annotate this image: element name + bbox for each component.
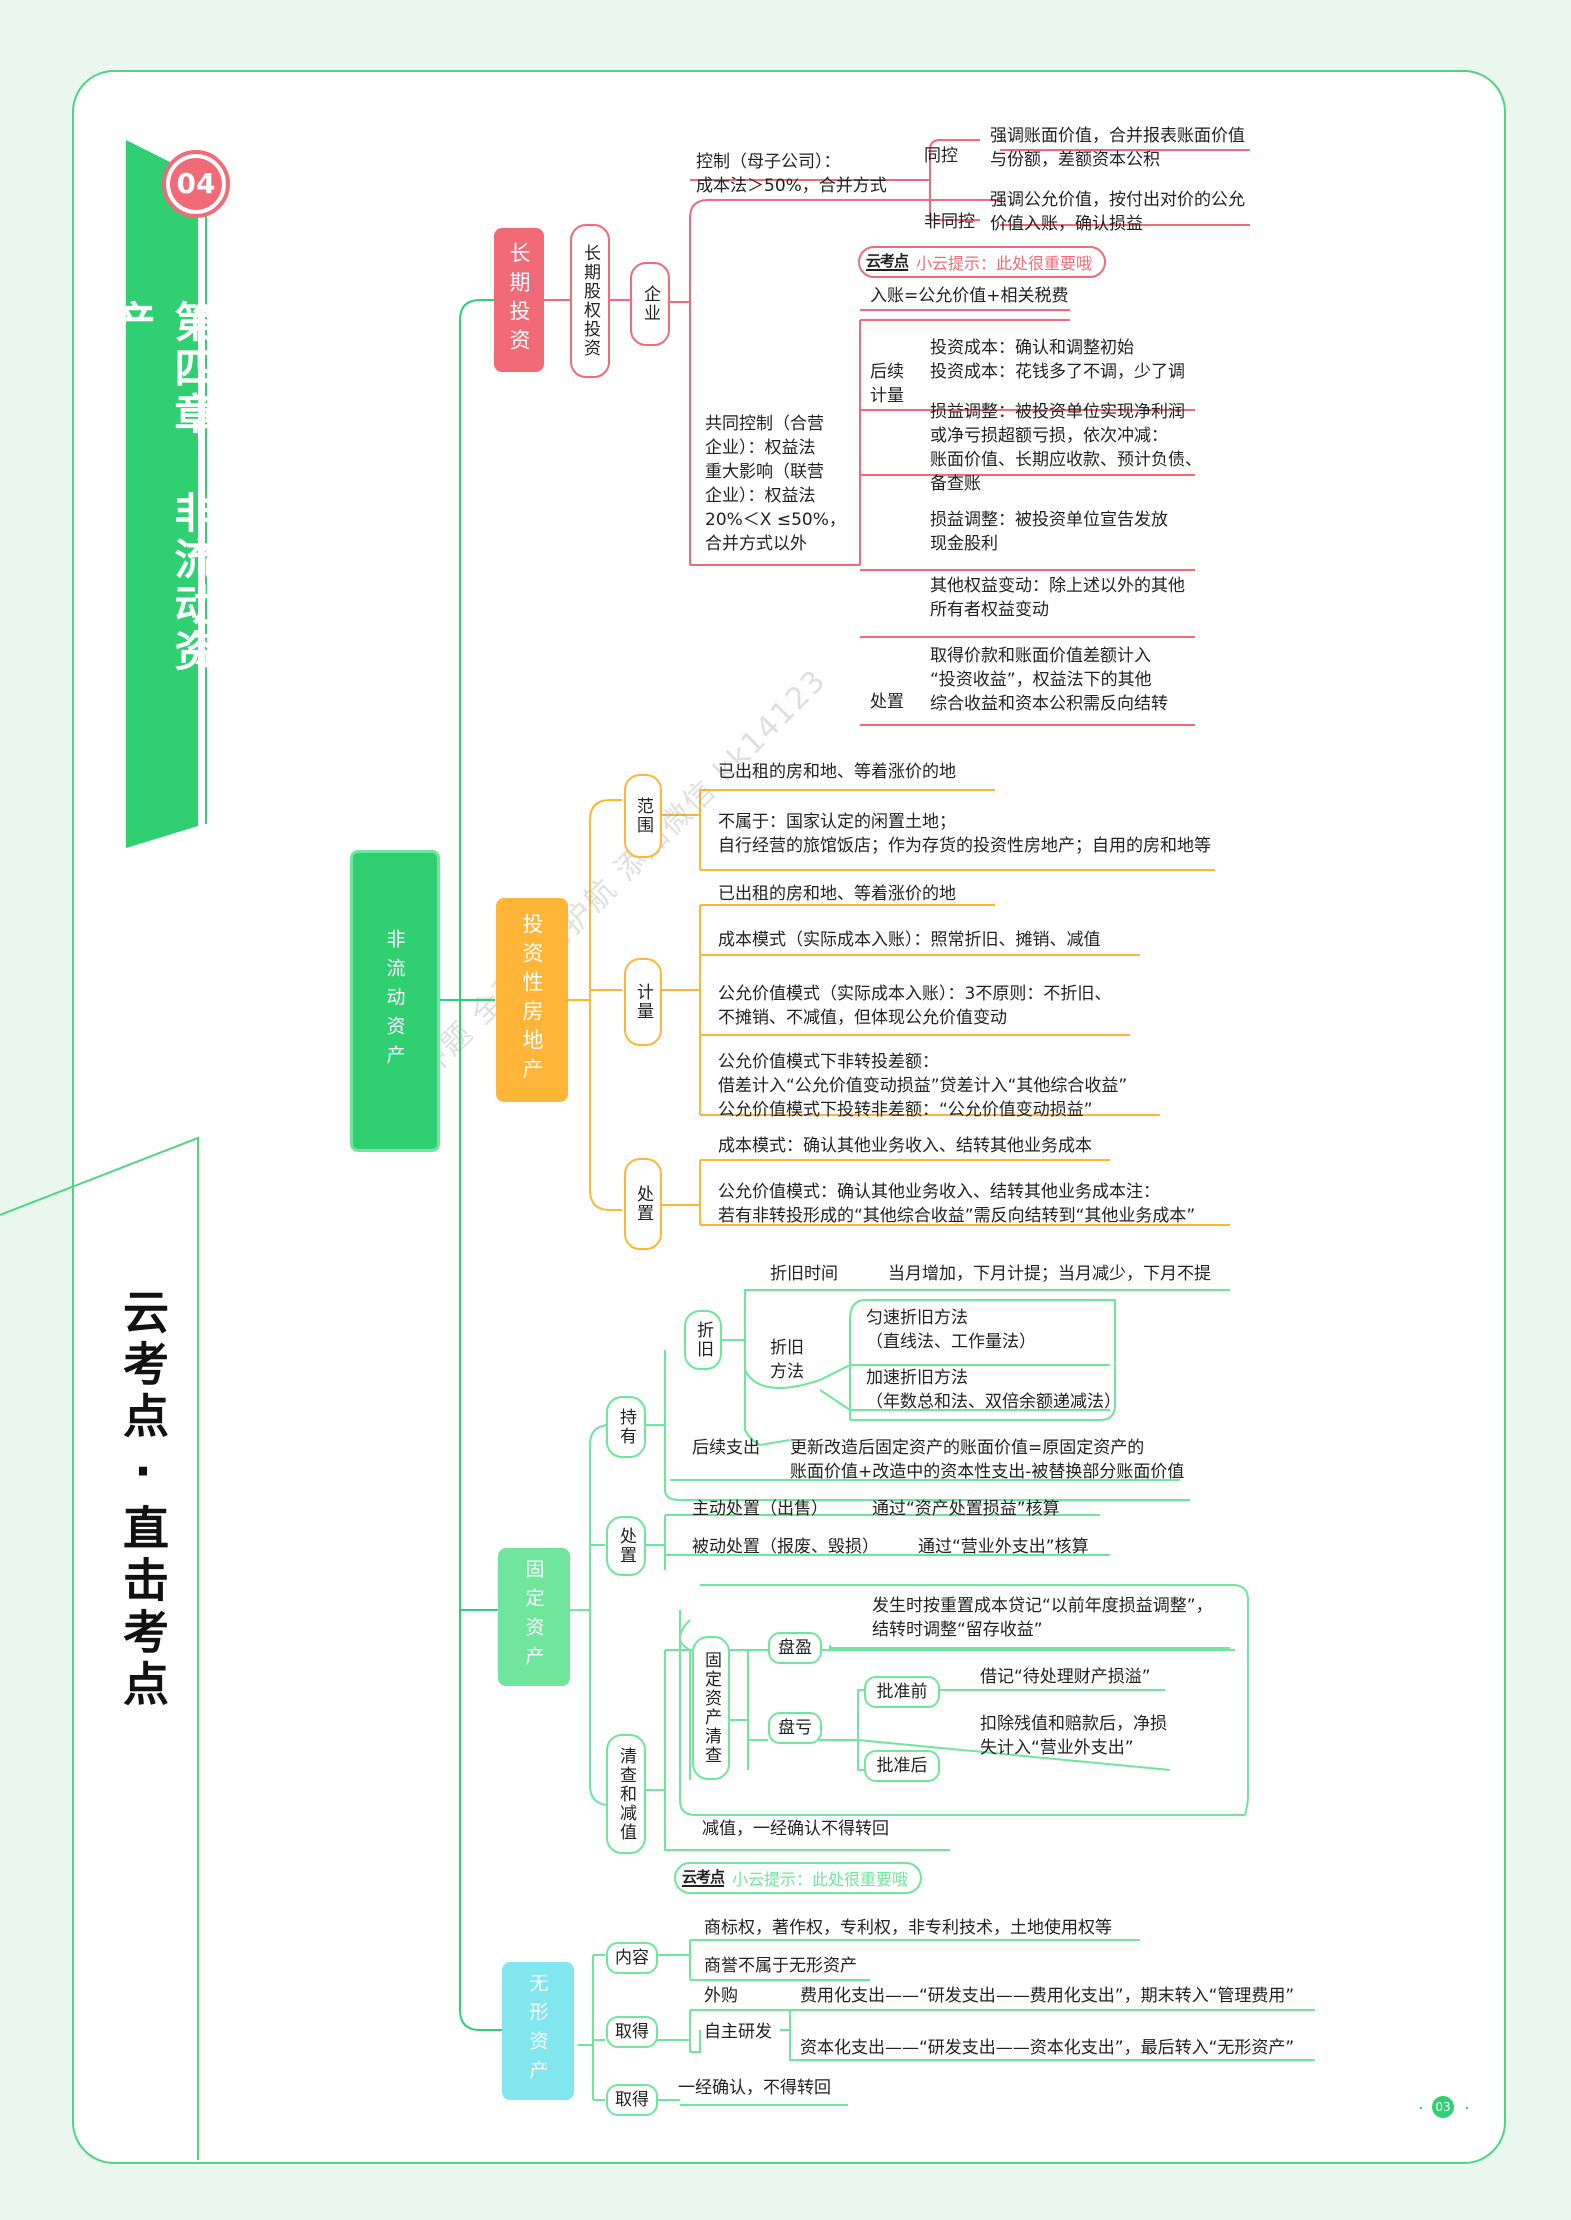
subsequent-item-1: 投资成本：确认和调整初始 投资成本：花钱多了不调，少了调 [930,338,1185,382]
chapter-title: 第四章 非流动资产 [107,300,217,675]
property-disposal-item-1: 成本模式：确认其他业务收入、结转其他业务成本 [718,1136,1092,1156]
category-intangible-assets[interactable]: 无形资产 [502,1962,574,2100]
node-measurement[interactable]: 计量 [624,958,662,1046]
scope-item-2: 不属于：国家认定的闲置土地； 自行经营的旅馆饭店；作为存货的投资性房地产；自用的… [718,812,1211,856]
subsequent-item-3: 损益调整：被投资单位宣告发放 现金股利 [930,510,1168,554]
content-item-1: 商标权，著作权，专利权，非专利技术，土地使用权等 [704,1918,1112,1938]
node-hold[interactable]: 持有 [606,1396,646,1458]
joint-control-text: 共同控制（合营 企业）：权益法 重大影响（联营 企业）：权益法 20%＜X ≤5… [705,414,846,554]
same-control-label: 同控 [924,146,958,166]
disposal-text: 取得价款和账面价值差额计入 “投资收益”，权益法下的其他 综合收益和资本公积需反… [930,646,1168,714]
straight-line-methods: 匀速折旧方法 （直线法、工作量法） [866,1308,1036,1352]
purchase-label: 外购 [704,1986,738,2006]
non-same-control-text: 强调公允价值，按付出对价的公允 价值入账，确认损益 [990,190,1245,234]
dep-method-label: 折旧 方法 [770,1338,804,1382]
passive-disposal-text: 通过“营业外支出”核算 [918,1537,1089,1557]
node-enterprise[interactable]: 企业 [630,262,670,346]
node-content[interactable]: 内容 [606,1942,658,1974]
tip-logo: 云考点 [682,1868,725,1887]
active-disposal-text: 通过“资产处置损益”核算 [872,1499,1060,1519]
follow-up-label: 后续支出 [692,1438,760,1458]
active-disposal-label: 主动处置（出售） [692,1499,828,1519]
accelerated-methods: 加速折旧方法 （年数总和法、双倍余额递减法） [866,1368,1121,1412]
before-approval-text: 借记“待处理财产损溢” [980,1667,1151,1687]
subsequent-label: 后续 计量 [870,362,904,406]
category-fixed-assets[interactable]: 固定资产 [498,1548,570,1686]
measure-item-4: 公允价值模式下非转投差额： 借差计入“公允价值变动损益”贷差计入“其他综合收益”… [718,1052,1128,1120]
after-approval-text: 扣除残值和赔款后，净损 失计入“营业外支出” [980,1714,1167,1758]
brand-title: 云考点·直击考点 [116,1288,170,1712]
category-investment-property[interactable]: 投资性房地产 [496,898,568,1102]
node-property-disposal[interactable]: 处置 [624,1158,662,1250]
node-after-approval[interactable]: 批准后 [864,1750,940,1782]
node-scope[interactable]: 范围 [624,774,662,858]
final-text: 一经确认，不得转回 [678,2078,831,2098]
control-text: 控制（母子公司）： 成本法＞50%，合并方式 [696,152,887,196]
entry-text: 入账=公允价值+相关税费 [870,286,1069,306]
chapter-badge: 04 [176,167,216,200]
node-fixed-asset-check[interactable]: 固定资产清查 [692,1636,730,1780]
same-control-text: 强调账面价值，合并报表账面价值 与份额，差额资本公积 [990,126,1245,170]
node-acquisition-2[interactable]: 取得 [606,2084,658,2116]
tip-logo: 云考点 [866,252,909,271]
tip-note-2: 云考点 小云提示：此处很重要哦 [674,1862,923,1894]
node-loss[interactable]: 盘亏 [768,1712,822,1744]
rd-capitalized: 资本化支出——“研发支出——资本化支出”，最后转入“无形资产” [800,2038,1295,2058]
property-disposal-item-2: 公允价值模式：确认其他业务收入、结转其他业务成本注： 若有非转投形成的“其他综合… [718,1182,1196,1226]
disposal-label: 处置 [870,692,904,712]
page-number-dots: · [1464,2098,1470,2119]
root-node[interactable]: 非流动资产 [350,850,440,1152]
node-fixed-disposal[interactable]: 处置 [606,1516,646,1576]
page-number-dots: · [1418,2098,1424,2119]
measure-item-1: 已出租的房和地、等着涨价的地 [718,884,956,904]
follow-up-text: 更新改造后固定资产的账面价值=原固定资产的 账面价值+改造中的资本性支出-被替换… [790,1438,1185,1482]
tip-text: 小云提示：此处很重要哦 [732,1870,909,1889]
tip-note-1: 云考点 小云提示：此处很重要哦 [858,246,1107,278]
node-long-term-equity[interactable]: 长期股权投资 [570,224,610,378]
content-item-2: 商誉不属于无形资产 [704,1956,857,1976]
rd-expensed: 费用化支出——“研发支出——费用化支出”，期末转入“管理费用” [800,1986,1295,2006]
dep-time-text: 当月增加，下月计提；当月减少，下月不提 [888,1264,1211,1284]
node-surplus[interactable]: 盘盈 [768,1632,822,1664]
subsequent-item-4: 其他权益变动：除上述以外的其他 所有者权益变动 [930,576,1185,620]
measure-item-2: 成本模式（实际成本入账）：照常折旧、摊销、减值 [718,930,1101,950]
surplus-text: 发生时按重置成本贷记“以前年度损益调整”， 结转时调整“留存收益” [872,1596,1213,1640]
node-depreciation[interactable]: 折旧 [684,1310,722,1370]
dep-time-label: 折旧时间 [770,1264,838,1284]
page-number: 03 [1432,2096,1454,2118]
subsequent-item-2: 损益调整：被投资单位实现净利润 或净亏损超额亏损，依次冲减： 账面价值、长期应收… [930,402,1202,494]
passive-disposal-label: 被动处置（报废、毁损） [692,1537,879,1557]
impairment-text: 减值，一经确认不得转回 [702,1819,889,1839]
non-same-control-label: 非同控 [924,212,975,232]
scope-item-1: 已出租的房和地、等着涨价的地 [718,762,956,782]
category-long-term-investment[interactable]: 长期投资 [494,228,544,372]
tip-text: 小云提示：此处很重要哦 [916,254,1093,273]
rd-label: 自主研发 [704,2022,772,2042]
node-check-impairment[interactable]: 清查和减值 [606,1734,646,1854]
node-before-approval[interactable]: 批准前 [864,1676,940,1708]
node-acquisition[interactable]: 取得 [606,2016,658,2048]
measure-item-3: 公允价值模式（实际成本入账）：3不原则：不折旧、 不摊销、不减值，但体现公允价值… [718,984,1112,1028]
